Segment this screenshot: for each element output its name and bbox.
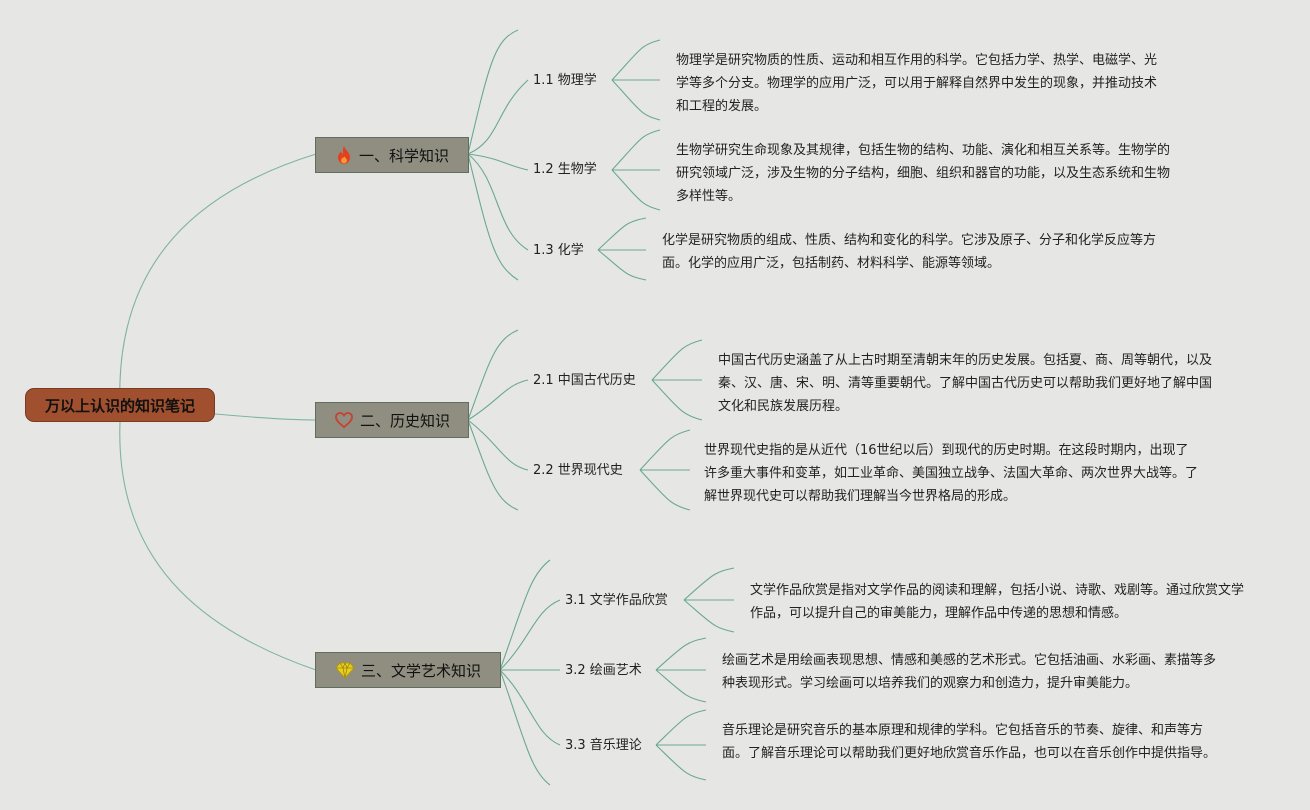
connector-cat1-tail — [467, 29, 519, 155]
connector-sub3-bracket-bot — [597, 249, 647, 281]
connector-sub5-bracket-bot — [639, 469, 691, 511]
connector-cat1-tail2 — [467, 153, 519, 281]
connector-sub1-bracket-bot — [611, 79, 661, 121]
description-modern-world-history: 世界现代史指的是从近代（16世纪以后）到现代的历史时期。在这段时期内，出现了许多… — [704, 443, 1199, 504]
connector-sub7-bracket-bot — [655, 669, 707, 703]
description-physics: 物理学是研究物质的性质、运动和相互作用的科学。它包括力学、热学、电磁学、光学等多… — [676, 53, 1158, 114]
connector-sub2-bracket-bot — [611, 169, 661, 211]
description-ancient-chinese-history: 中国古代历史涵盖了从上古时期至清朝末年的历史发展。包括夏、商、周等朝代，以及秦、… — [718, 353, 1213, 414]
connector-sub4-bracket-top — [651, 339, 703, 381]
connector-sub8-bracket-bot — [655, 744, 707, 781]
subtopic-biology[interactable]: 1.2 生物学 — [533, 162, 597, 177]
connector-sub6-bracket-top — [683, 567, 735, 601]
category-history[interactable]: 二、历史知识 — [315, 402, 469, 438]
root-topic-label: 万以上认识的知识笔记 — [44, 396, 195, 415]
connector-sub8-bracket-top — [655, 709, 707, 746]
connector-root-cat1 — [119, 153, 317, 406]
category-literature-art[interactable]: 三、文学艺术知识 — [315, 652, 501, 688]
subtopic-painting[interactable]: 3.2 绘画艺术 — [565, 663, 642, 678]
subtopic-physics[interactable]: 1.1 物理学 — [533, 73, 597, 88]
category-label: 二、历史知识 — [359, 411, 450, 430]
connector-cat1-sub2 — [467, 153, 529, 171]
connector-cat3-tail — [499, 559, 551, 671]
heart-icon — [334, 411, 354, 429]
description-literature-appreciation: 文学作品欣赏是指对文学作品的阅读和理解，包括小说、诗歌、戏剧等。通过欣赏文学作品… — [750, 583, 1245, 621]
root-topic[interactable]: 万以上认识的知识笔记 — [25, 388, 215, 422]
connector-cat1-sub1 — [467, 79, 529, 155]
connector-root-cat3 — [119, 421, 317, 671]
description-painting: 绘画艺术是用绘画表现思想、情感和美感的艺术形式。它包括油画、水彩画、素描等多种表… — [722, 653, 1217, 691]
category-label: 一、科学知识 — [358, 146, 449, 165]
subtopic-ancient-chinese-history[interactable]: 2.1 中国古代历史 — [533, 373, 636, 388]
connector-sub4-bracket-bot — [651, 379, 703, 421]
connector-cat2-sub1 — [467, 379, 529, 421]
subtopic-music-theory[interactable]: 3.3 音乐理论 — [565, 738, 642, 753]
description-chemistry: 化学是研究物质的组成、性质、结构和变化的科学。它涉及原子、分子和化学反应等方面。… — [662, 233, 1157, 271]
connector-sub6-bracket-bot — [683, 599, 735, 633]
subtopic-modern-world-history[interactable]: 2.2 世界现代史 — [533, 463, 623, 478]
diamond-icon — [335, 661, 355, 679]
description-biology: 生物学研究生命现象及其规律，包括生物的结构、功能、演化和相互关系等。生物学的研究… — [676, 143, 1171, 204]
subtopic-literature-appreciation[interactable]: 3.1 文学作品欣赏 — [565, 593, 668, 608]
connector-sub2-bracket-top — [611, 129, 661, 171]
connector-cat2-tail2 — [467, 419, 519, 511]
connector-cat3-sub1 — [499, 599, 561, 671]
connector-sub7-bracket-top — [655, 637, 707, 671]
connector-cat1-sub3 — [467, 153, 529, 251]
connector-cat2-sub2 — [467, 419, 529, 471]
connector-sub1-bracket-top — [611, 39, 661, 81]
subtopic-chemistry[interactable]: 1.3 化学 — [533, 243, 584, 258]
category-label: 三、文学艺术知识 — [360, 661, 481, 680]
flame-icon — [335, 145, 353, 165]
connector-cat3-tail2 — [499, 669, 551, 786]
category-science[interactable]: 一、科学知识 — [315, 137, 469, 173]
connector-root-cat2 — [214, 413, 317, 421]
connector-sub5-bracket-top — [639, 429, 691, 471]
connector-sub3-bracket-top — [597, 217, 647, 251]
connector-cat2-tail — [467, 329, 519, 421]
description-music-theory: 音乐理论是研究音乐的基本原理和规律的学科。它包括音乐的节奏、旋律、和声等方面。了… — [722, 723, 1217, 761]
connector-cat3-sub3 — [499, 669, 561, 746]
